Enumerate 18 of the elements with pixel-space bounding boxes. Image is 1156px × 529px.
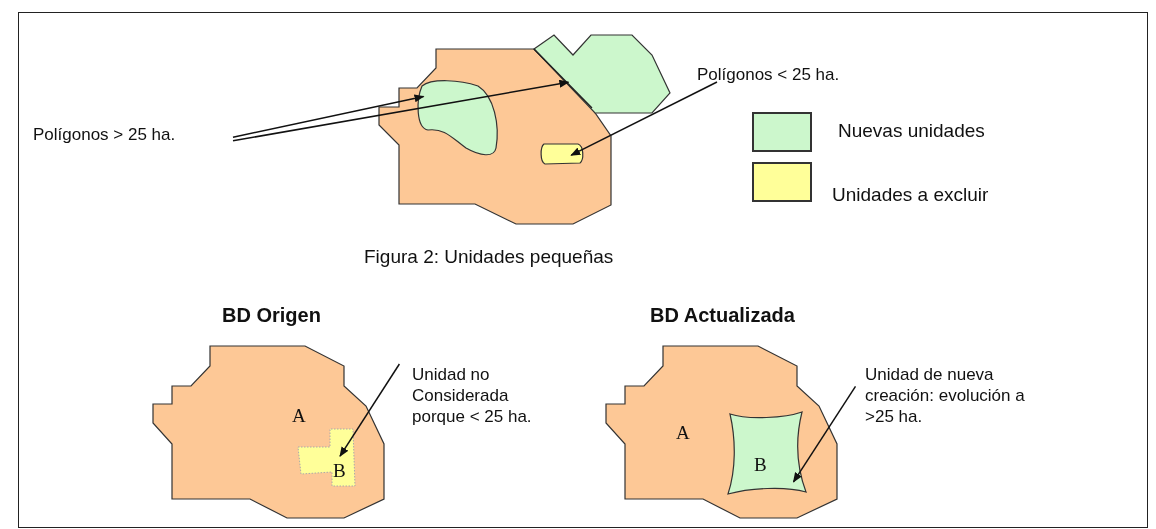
leader-arrow <box>339 363 401 457</box>
callout-text: Unidad de nueva creación: evolución a >25 ha. <box>865 364 1055 430</box>
callout-text: Polígonos > 25 ha. <box>33 124 233 148</box>
callout-text: Unidad no Considerada porque < 25 ha. <box>412 364 552 430</box>
leader-arrow <box>792 385 857 483</box>
area-letter: A <box>292 405 306 427</box>
callout-text: Polígonos < 25 ha. <box>697 64 897 88</box>
legend-label: Unidades a excluir <box>832 184 989 206</box>
area-letter: B <box>333 460 346 482</box>
leader-arrow <box>232 94 425 138</box>
figure-caption: Figura 2: Unidades pequeñas <box>364 246 614 268</box>
heading-title: BD Origen <box>222 304 321 327</box>
legend-label: Nuevas unidades <box>838 120 985 142</box>
leader-arrow <box>570 81 718 156</box>
area-letter: B <box>754 454 767 476</box>
heading-title: BD Actualizada <box>650 304 795 327</box>
area-letter: A <box>676 422 690 444</box>
leader-arrow <box>232 79 570 142</box>
